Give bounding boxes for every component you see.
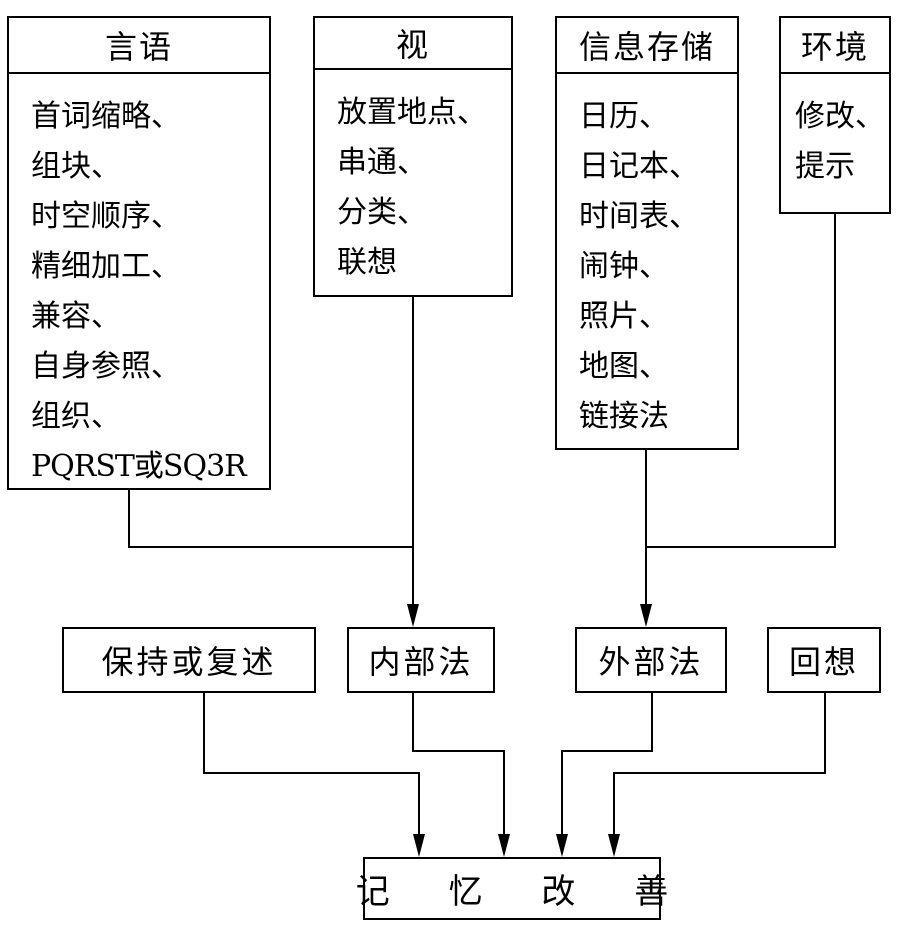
list-item: 日历、 bbox=[579, 99, 669, 134]
arrow-maintain-icon bbox=[413, 834, 425, 857]
box-internal: 内部法 bbox=[347, 627, 495, 693]
connector-external-to-result bbox=[561, 691, 653, 834]
list-item: 时间表、 bbox=[579, 199, 699, 234]
box-memory-improvement: 记 忆 改 善 bbox=[356, 857, 668, 920]
arrow-to-external-icon bbox=[640, 604, 652, 627]
list-item: 地图、 bbox=[579, 349, 669, 384]
box-environment: 环境 修改、 提示 bbox=[779, 16, 891, 214]
connector-language-to-internal bbox=[128, 488, 413, 548]
list-item: 日记本、 bbox=[579, 149, 699, 184]
box-language-items: 首词缩略、 组块、 时空顺序、 精细加工、 兼容、 自身参照、 组织、 PQRS… bbox=[9, 74, 269, 492]
box-external: 外部法 bbox=[575, 627, 727, 693]
list-item: 自身参照、 bbox=[31, 349, 181, 384]
arrow-internal-icon bbox=[498, 834, 510, 857]
connector-maintain-to-result bbox=[203, 691, 420, 834]
arrow-to-internal-icon bbox=[407, 604, 419, 627]
box-visual: 视 放置地点、 串通、 分类、 联想 bbox=[313, 16, 513, 297]
list-item: 提示 bbox=[795, 149, 855, 184]
box-visual-items: 放置地点、 串通、 分类、 联想 bbox=[315, 70, 511, 288]
box-storage-items: 日历、 日记本、 时间表、 闹钟、 照片、 地图、 链接法 bbox=[557, 74, 737, 442]
list-item: 放置地点、 bbox=[337, 95, 487, 130]
list-item: 分类、 bbox=[337, 195, 427, 230]
connector-internal-to-result bbox=[412, 691, 505, 834]
arrow-external-icon bbox=[556, 834, 568, 857]
list-item: 组织、 bbox=[31, 399, 121, 434]
box-maintain: 保持或复述 bbox=[62, 627, 316, 693]
list-item: 照片、 bbox=[579, 299, 669, 334]
connector-recall-to-result bbox=[613, 691, 826, 834]
box-language-title: 言语 bbox=[9, 18, 269, 74]
list-item: PQRST或SQ3R bbox=[31, 449, 247, 484]
list-item: 串通、 bbox=[337, 145, 427, 180]
box-visual-title: 视 bbox=[315, 18, 511, 70]
list-item: 首词缩略、 bbox=[31, 99, 181, 134]
box-environment-title: 环境 bbox=[781, 18, 889, 74]
list-item: 联想 bbox=[337, 245, 397, 280]
box-storage: 信息存储 日历、 日记本、 时间表、 闹钟、 照片、 地图、 链接法 bbox=[555, 16, 739, 450]
box-environment-items: 修改、 提示 bbox=[781, 74, 889, 192]
box-recall: 回想 bbox=[767, 627, 881, 693]
list-item: 修改、 bbox=[795, 99, 885, 134]
box-storage-title: 信息存储 bbox=[557, 18, 737, 74]
list-item: 闹钟、 bbox=[579, 249, 669, 284]
list-item: 组块、 bbox=[31, 149, 121, 184]
box-language: 言语 首词缩略、 组块、 时空顺序、 精细加工、 兼容、 自身参照、 组织、 P… bbox=[7, 16, 271, 490]
list-item: 时空顺序、 bbox=[31, 199, 181, 234]
list-item: 兼容、 bbox=[31, 299, 121, 334]
list-item: 链接法 bbox=[579, 399, 669, 434]
connector-environment-to-external bbox=[646, 212, 836, 548]
arrow-recall-icon bbox=[608, 834, 620, 857]
list-item: 精细加工、 bbox=[31, 249, 181, 284]
